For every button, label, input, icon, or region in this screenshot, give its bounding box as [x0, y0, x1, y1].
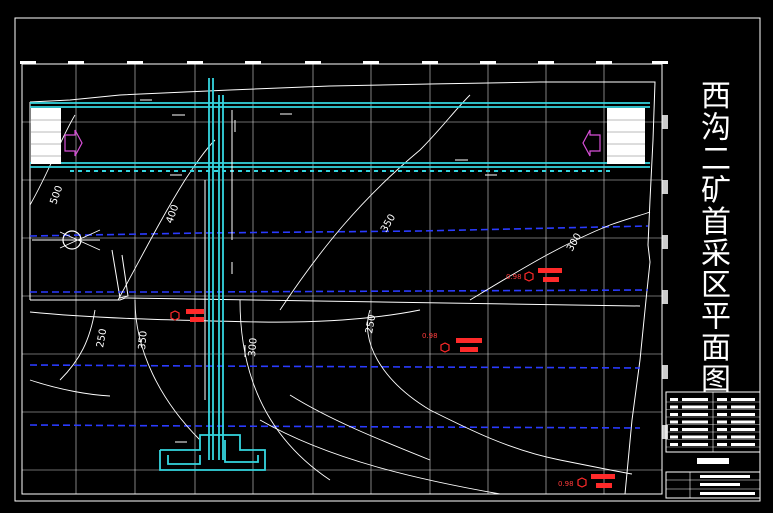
- coordinate-tick-label: [363, 61, 379, 64]
- borehole-3-label: 0.98: [422, 332, 438, 340]
- borehole-1: [170, 309, 204, 322]
- title-char: 沟: [701, 111, 731, 146]
- legend-row-text: [670, 428, 678, 431]
- title-block-caption: [697, 458, 729, 464]
- legend-row-text: [717, 428, 727, 431]
- legend-row-text: [682, 420, 708, 424]
- legend-row-text: [670, 405, 678, 409]
- legend-row-text: [682, 435, 708, 439]
- legend-row-text: [670, 398, 678, 401]
- face-advance-arrow-right: [582, 129, 601, 157]
- right-coordinate-ticks: [662, 115, 668, 439]
- legend-row-text: [682, 413, 708, 416]
- outer-frame: [14, 17, 761, 502]
- title-char: 区: [701, 268, 731, 303]
- legend-row-text: [717, 405, 727, 409]
- legend-row-text: [670, 413, 678, 416]
- signature-table: [665, 471, 761, 499]
- legend-row-text: [682, 405, 708, 409]
- legend-row-text: [731, 413, 755, 416]
- coordinate-tick-label: [305, 61, 321, 64]
- left-panel-block: [31, 108, 61, 164]
- coal-seam-boundaries: [29, 225, 649, 429]
- contour-label-400: 400: [164, 203, 181, 225]
- legend-row-text: [717, 443, 727, 446]
- legend-row-text: [731, 428, 755, 431]
- panel-hatching: [31, 119, 645, 157]
- title-char: 面: [701, 331, 731, 366]
- coordinate-tick-label: [245, 61, 261, 64]
- title-char: 二: [701, 142, 731, 177]
- contour-label-500: 500: [48, 184, 65, 206]
- legend-row-text: [670, 435, 678, 439]
- right-panel-block: [607, 108, 645, 164]
- fault-line: [111, 249, 129, 299]
- legend-row-text: [731, 435, 755, 439]
- legend-row-text: [682, 428, 708, 431]
- title-char: 采: [701, 237, 731, 272]
- borehole-3: 0.98: [422, 332, 482, 353]
- map-frame: [21, 63, 663, 495]
- coordinate-grid: [21, 64, 663, 494]
- borehole-markers: 0.98 0.98 0.98: [170, 268, 615, 488]
- coordinate-tick-label: [20, 61, 36, 64]
- legend-row-text: [731, 398, 755, 401]
- title-char: 西: [701, 79, 731, 114]
- legend-row-text: [670, 420, 678, 424]
- contour-lines: [29, 94, 651, 495]
- mine-boundary: [29, 81, 656, 495]
- coordinate-tick-label: [68, 61, 84, 64]
- legend-row-text: [682, 443, 708, 446]
- coordinate-tick-label: [422, 61, 438, 64]
- borehole-2: 0.98: [506, 268, 562, 282]
- coordinate-tick-label: [127, 61, 143, 64]
- legend-row-text: [717, 413, 727, 416]
- coordinate-tick-label: [652, 61, 668, 64]
- title-block: [665, 391, 761, 499]
- legend-row-text: [717, 420, 727, 424]
- ventilation-arrows: [140, 99, 497, 443]
- coordinate-tick-label: [538, 61, 554, 64]
- coordinate-tick-label: [187, 61, 203, 64]
- legend-row-text: [670, 443, 678, 446]
- contour-label-250: 250: [95, 328, 109, 349]
- roadways: [30, 78, 650, 471]
- borehole-4-label: 0.98: [558, 480, 574, 488]
- top-coordinate-ticks: [20, 61, 668, 64]
- contour-label-300-b: 300: [247, 337, 260, 357]
- legend-row-text: [731, 443, 755, 446]
- legend-rows: [666, 398, 760, 448]
- contour-label-250-b: 250: [364, 314, 378, 335]
- contour-labels: 500 400 350 300 250 250 350 300: [48, 184, 584, 357]
- coordinate-tick-label: [596, 61, 612, 64]
- shaft-symbol: [32, 229, 101, 251]
- legend-row-text: [682, 398, 708, 401]
- borehole-4: 0.98: [558, 474, 615, 488]
- face-advance-arrow-left: [64, 129, 83, 157]
- title-char: 矿: [701, 174, 731, 209]
- legend-row-text: [731, 420, 755, 424]
- title-char: 首: [701, 205, 731, 240]
- contour-label-350-b: 350: [137, 330, 150, 350]
- legend-row-text: [717, 435, 727, 439]
- legend-row-text: [717, 398, 727, 401]
- borehole-2-label: 0.98: [506, 273, 522, 281]
- section-boundary: [30, 297, 641, 307]
- legend-row-text: [731, 405, 755, 409]
- title-char: 平: [701, 300, 731, 335]
- coordinate-tick-label: [480, 61, 496, 64]
- contour-label-300: 300: [565, 231, 584, 253]
